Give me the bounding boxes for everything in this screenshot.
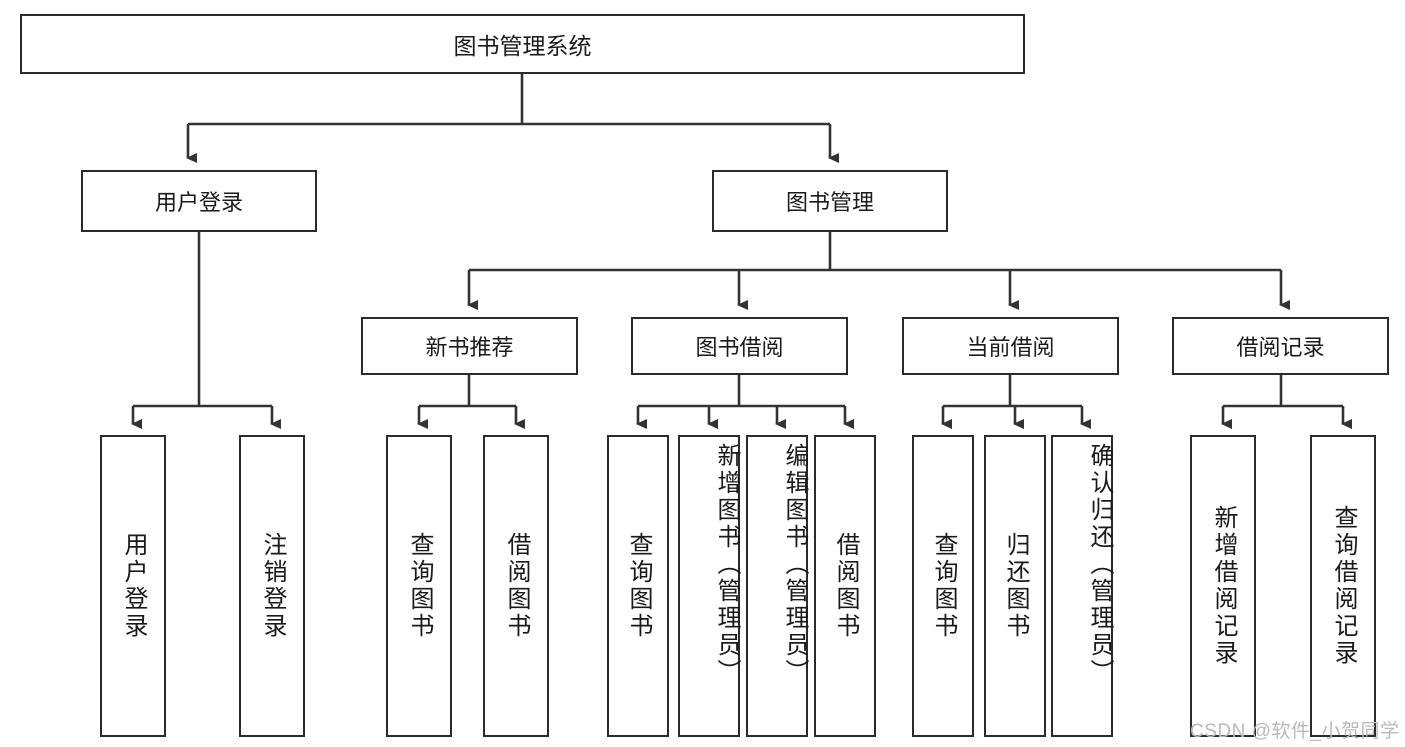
node-current-borrow[interactable]: 当前借阅 xyxy=(902,317,1119,375)
node-root[interactable]: 图书管理系统 xyxy=(20,14,1025,74)
node-current-borrow-label: 当前借阅 xyxy=(966,335,1055,360)
node-leaf-user-login-label: 用户登录 xyxy=(120,532,147,640)
node-leaf-return-book-label: 归还图书 xyxy=(1002,532,1029,640)
node-new-book-recommend[interactable]: 新书推荐 xyxy=(361,317,578,375)
node-leaf-edit-book[interactable]: 编辑图书（管理员） xyxy=(746,435,808,737)
node-book-borrow[interactable]: 图书借阅 xyxy=(631,317,848,375)
node-book-manage-label: 图书管理 xyxy=(785,190,874,215)
csdn-watermark: CSDN @软件_小贺同学 xyxy=(1190,721,1400,742)
node-leaf-add-book[interactable]: 新增图书（管理员） xyxy=(678,435,740,737)
node-leaf-user-login[interactable]: 用户登录 xyxy=(100,435,166,737)
node-leaf-logout-login-label: 注销登录 xyxy=(259,532,286,640)
node-root-label: 图书管理系统 xyxy=(453,33,592,59)
node-leaf-borrow-book-1-label: 借阅图书 xyxy=(503,532,530,640)
node-leaf-confirm-return-label: 确认归还（管理员） xyxy=(1086,443,1113,686)
node-leaf-add-record-label: 新增借阅记录 xyxy=(1210,505,1237,667)
node-leaf-add-record[interactable]: 新增借阅记录 xyxy=(1190,435,1256,737)
node-leaf-borrow-book-2[interactable]: 借阅图书 xyxy=(814,435,876,737)
node-user-login[interactable]: 用户登录 xyxy=(81,170,317,232)
node-leaf-query-book-1-label: 查询图书 xyxy=(406,532,433,640)
node-leaf-borrow-book-1[interactable]: 借阅图书 xyxy=(483,435,549,737)
node-borrow-record-label: 借阅记录 xyxy=(1236,335,1325,360)
node-borrow-record[interactable]: 借阅记录 xyxy=(1172,317,1389,375)
node-book-manage[interactable]: 图书管理 xyxy=(712,170,948,232)
node-leaf-add-book-label: 新增图书（管理员） xyxy=(713,443,740,686)
node-leaf-query-book-2-label: 查询图书 xyxy=(625,532,652,640)
node-leaf-query-record-label: 查询借阅记录 xyxy=(1330,505,1357,667)
node-leaf-borrow-book-2-label: 借阅图书 xyxy=(832,532,859,640)
node-leaf-query-book-3[interactable]: 查询图书 xyxy=(912,435,974,737)
node-leaf-return-book[interactable]: 归还图书 xyxy=(984,435,1046,737)
node-leaf-query-book-3-label: 查询图书 xyxy=(930,532,957,640)
node-leaf-query-record[interactable]: 查询借阅记录 xyxy=(1310,435,1376,737)
node-leaf-confirm-return[interactable]: 确认归还（管理员） xyxy=(1051,435,1113,737)
node-leaf-edit-book-label: 编辑图书（管理员） xyxy=(781,443,808,686)
node-user-login-label: 用户登录 xyxy=(154,190,243,215)
node-new-book-recommend-label: 新书推荐 xyxy=(425,335,514,360)
node-leaf-query-book-1[interactable]: 查询图书 xyxy=(386,435,452,737)
node-leaf-query-book-2[interactable]: 查询图书 xyxy=(607,435,669,737)
node-book-borrow-label: 图书借阅 xyxy=(695,335,784,360)
node-leaf-logout-login[interactable]: 注销登录 xyxy=(239,435,305,737)
